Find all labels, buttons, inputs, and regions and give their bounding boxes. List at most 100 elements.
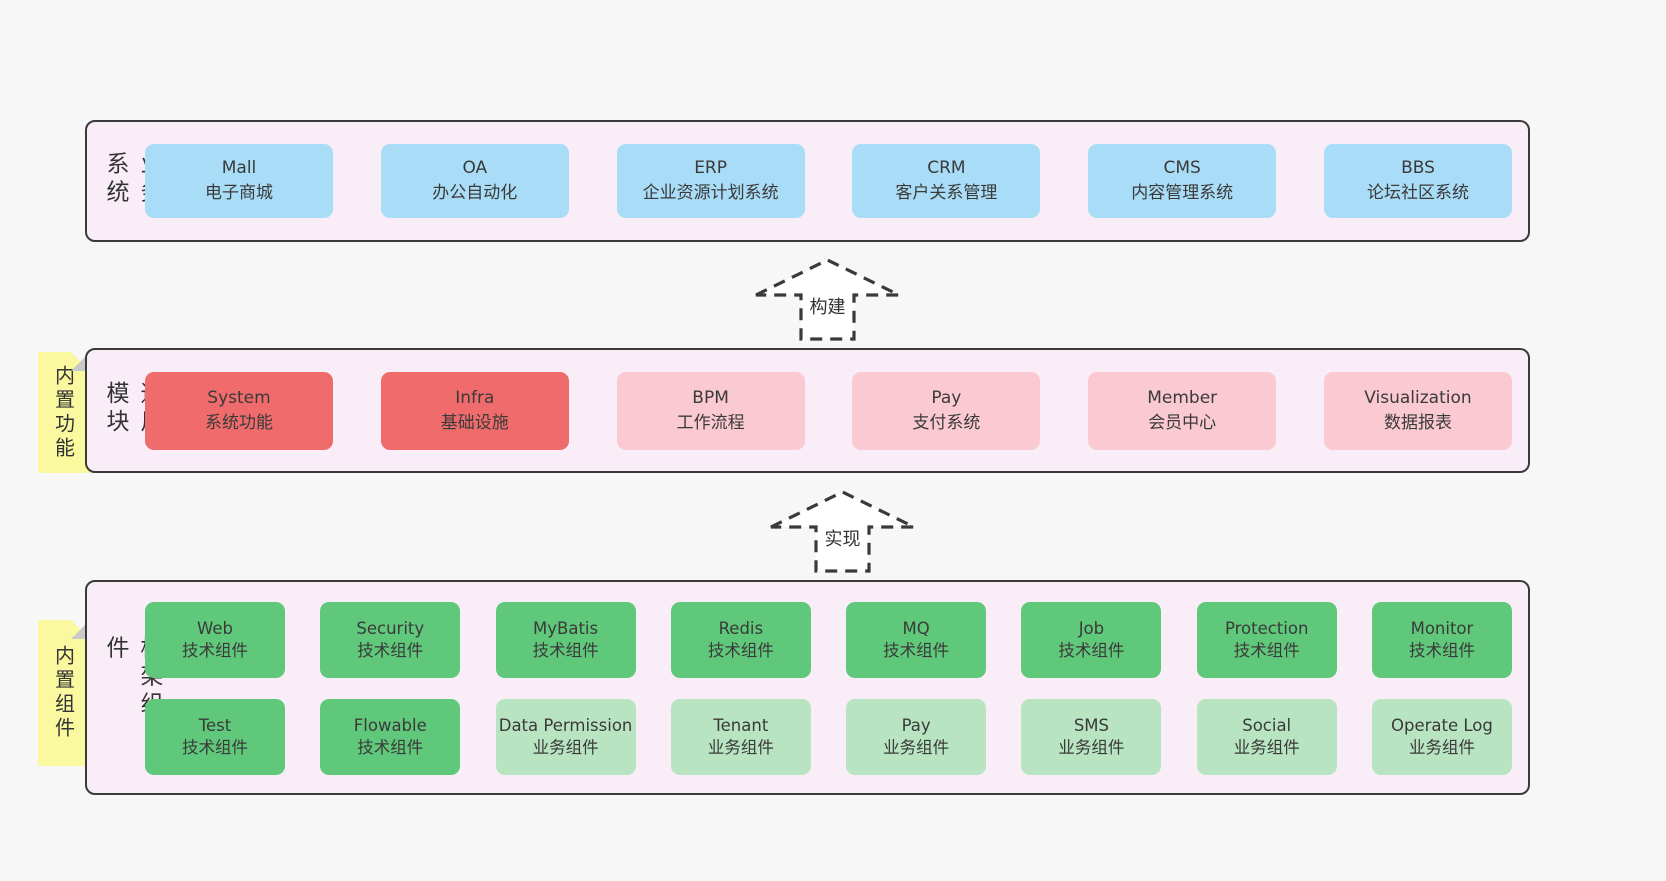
box-oa: OA 办公自动化 (380, 144, 569, 218)
sticky-note-builtin-components: 内置组件 (38, 620, 90, 766)
box-title: Job (1078, 618, 1105, 638)
box-title: Test (198, 715, 232, 735)
box-mq: MQ 技术组件 (846, 602, 987, 678)
box-pay-component: Pay 业务组件 (846, 699, 987, 775)
box-subtitle: 会员中心 (1148, 412, 1217, 433)
box-system: System 系统功能 (145, 371, 333, 450)
band-business-systems: 业务系统 Mall 电子商城 OA 办公自动化 ERP 企业资源计划系统 CRM… (85, 120, 1530, 242)
band-common-modules: 通用模块 System 系统功能 Infra 基础设施 BPM 工作流程 Pay… (85, 348, 1530, 473)
box-visualization: Visualization 数据报表 (1323, 371, 1512, 450)
box-data-permission: Data Permission 业务组件 (495, 699, 636, 775)
box-title: Pay (901, 715, 931, 735)
box-subtitle: 技术组件 (1058, 641, 1125, 660)
box-title: Security (356, 618, 425, 638)
box-subtitle: 业务组件 (707, 738, 774, 757)
box-title: Protection (1224, 618, 1309, 638)
box-infra: Infra 基础设施 (380, 371, 569, 450)
box-title: MyBatis (533, 618, 599, 638)
component-row-2: Test 技术组件 Flowable 技术组件 Data Permission … (145, 699, 1512, 775)
box-subtitle: 办公自动化 (432, 183, 518, 203)
box-subtitle: 业务组件 (883, 738, 950, 757)
box-subtitle: 电子商城 (205, 183, 273, 203)
box-member: Member 会员中心 (1088, 371, 1277, 450)
box-bbs: BBS 论坛社区系统 (1323, 144, 1512, 218)
band-framework-components: 框架组件 Web 技术组件 Security 技术组件 MyBatis 技术组件… (85, 580, 1530, 795)
box-subtitle: 技术组件 (1408, 641, 1475, 660)
box-sms: SMS 业务组件 (1021, 699, 1162, 775)
box-title: System (207, 387, 271, 408)
box-cms: CMS 内容管理系统 (1088, 144, 1277, 218)
band-content: Web 技术组件 Security 技术组件 MyBatis 技术组件 Redi… (145, 602, 1512, 775)
box-pay-module: Pay 支付系统 (852, 371, 1041, 450)
box-title: Mall (221, 158, 257, 179)
box-web: Web 技术组件 (145, 602, 285, 678)
box-title: Pay (931, 387, 962, 408)
box-title: Data Permission (498, 715, 633, 735)
arrow-label: 实现 (821, 525, 864, 551)
box-title: SMS (1073, 715, 1109, 735)
box-title: Social (1242, 715, 1292, 735)
box-mall: Mall 电子商城 (145, 144, 333, 218)
box-monitor: Monitor 技术组件 (1371, 602, 1512, 678)
box-erp: ERP 企业资源计划系统 (616, 144, 805, 218)
box-title: BPM (692, 387, 729, 408)
box-title: CMS (1163, 158, 1201, 179)
box-title: Infra (455, 387, 495, 408)
box-subtitle: 技术组件 (357, 738, 424, 757)
box-subtitle: 技术组件 (883, 641, 950, 660)
box-subtitle: 论坛社区系统 (1366, 183, 1469, 203)
box-subtitle: 业务组件 (1233, 738, 1300, 757)
box-social: Social 业务组件 (1196, 699, 1337, 775)
box-job: Job 技术组件 (1021, 602, 1162, 678)
box-title: ERP (694, 158, 727, 179)
sticky-note-text: 内置组件 (51, 645, 76, 741)
box-subtitle: 工作流程 (676, 412, 745, 433)
box-subtitle: 客户关系管理 (895, 183, 998, 203)
box-title: BBS (1401, 158, 1435, 179)
box-subtitle: 技术组件 (707, 641, 774, 660)
box-title: Redis (718, 618, 764, 638)
box-protection: Protection 技术组件 (1196, 602, 1337, 678)
band-content: System 系统功能 Infra 基础设施 BPM 工作流程 Pay 支付系统… (145, 350, 1512, 471)
box-operate-log: Operate Log 业务组件 (1371, 699, 1512, 775)
box-subtitle: 支付系统 (912, 412, 981, 433)
box-redis: Redis 技术组件 (670, 602, 811, 678)
box-title: CRM (927, 158, 966, 179)
sticky-note-text: 内置功能 (51, 364, 76, 461)
box-bpm: BPM 工作流程 (616, 371, 805, 450)
box-subtitle: 业务组件 (532, 738, 599, 757)
arrow-label: 构建 (806, 293, 849, 319)
box-subtitle: 基础设施 (440, 412, 509, 433)
box-title: Flowable (353, 715, 427, 735)
box-subtitle: 技术组件 (532, 641, 599, 660)
band-content: Mall 电子商城 OA 办公自动化 ERP 企业资源计划系统 CRM 客户关系… (145, 122, 1512, 240)
box-subtitle: 技术组件 (182, 641, 248, 660)
box-title: Tenant (713, 715, 769, 735)
box-subtitle: 系统功能 (205, 412, 273, 433)
box-title: OA (462, 158, 488, 179)
box-mybatis: MyBatis 技术组件 (495, 602, 636, 678)
box-tenant: Tenant 业务组件 (670, 699, 811, 775)
box-subtitle: 数据报表 (1383, 412, 1452, 433)
box-subtitle: 业务组件 (1408, 738, 1475, 757)
sticky-note-builtin-features: 内置功能 (38, 352, 90, 473)
dashed-up-arrow-implement: 实现 (765, 487, 920, 575)
box-title: Monitor (1410, 618, 1474, 638)
box-subtitle: 技术组件 (1233, 641, 1300, 660)
component-row-1: Web 技术组件 Security 技术组件 MyBatis 技术组件 Redi… (145, 602, 1512, 678)
box-security: Security 技术组件 (320, 602, 461, 678)
box-subtitle: 技术组件 (182, 738, 248, 757)
box-test: Test 技术组件 (145, 699, 285, 775)
box-subtitle: 技术组件 (357, 641, 424, 660)
box-crm: CRM 客户关系管理 (852, 144, 1041, 218)
box-title: Operate Log (1391, 715, 1493, 735)
box-subtitle: 业务组件 (1058, 738, 1125, 757)
box-title: Web (197, 618, 233, 638)
box-subtitle: 内容管理系统 (1131, 183, 1234, 203)
box-title: MQ (902, 618, 930, 638)
box-subtitle: 企业资源计划系统 (642, 183, 779, 203)
box-flowable: Flowable 技术组件 (320, 699, 461, 775)
box-title: Visualization (1364, 387, 1472, 408)
box-title: Member (1147, 387, 1218, 408)
